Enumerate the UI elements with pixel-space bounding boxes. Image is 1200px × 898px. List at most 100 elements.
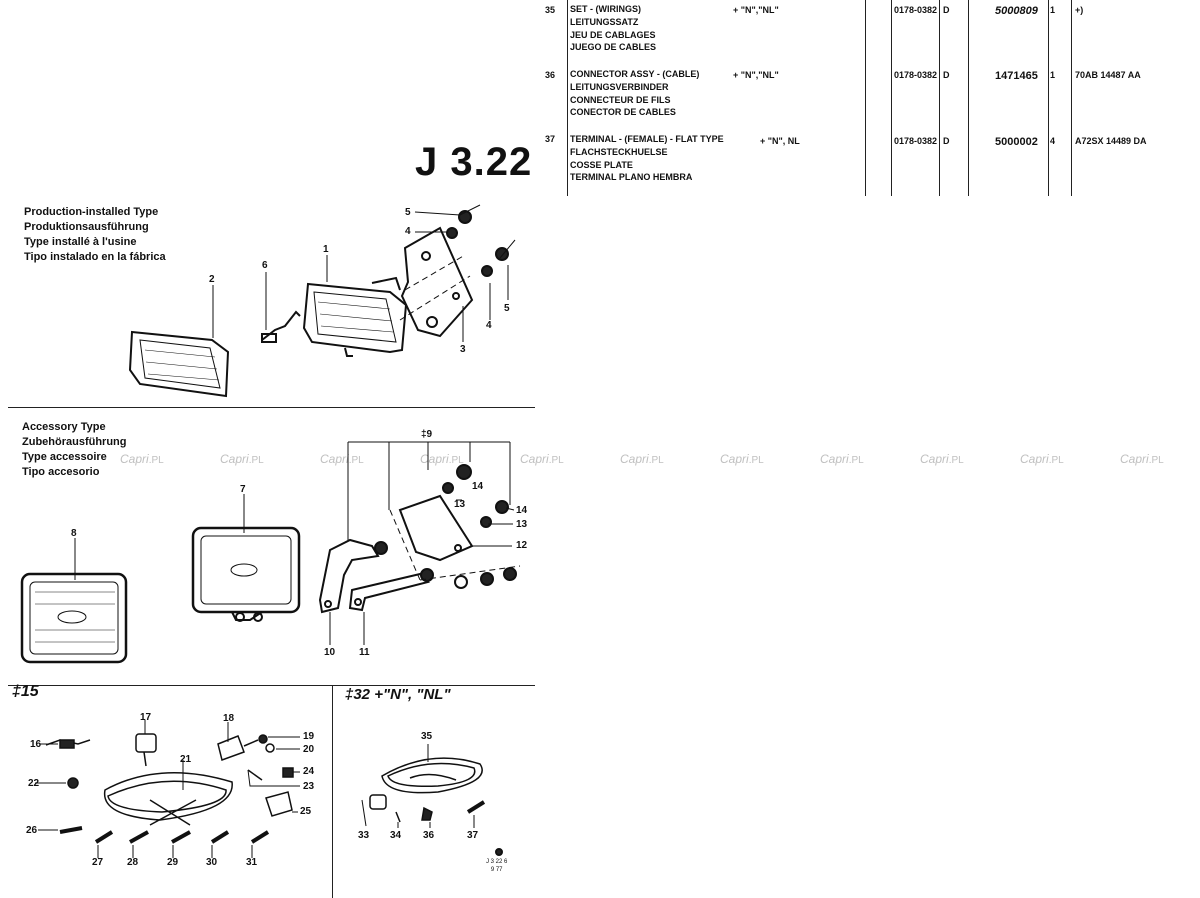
callout-label: 2 xyxy=(209,274,215,285)
table-row-ref: 36 xyxy=(545,70,556,80)
callout-label: 3 xyxy=(460,344,466,355)
callout-label: 11 xyxy=(359,647,370,658)
watermark: Capri.PL xyxy=(420,452,464,466)
table-row-range: 0178-0382 xyxy=(894,136,938,146)
wiring-parts-illustration xyxy=(45,733,294,844)
table-row-applic: + "N","NL" xyxy=(733,5,779,15)
callout-label: 29 xyxy=(167,857,179,868)
callout-label: 18 xyxy=(223,713,235,724)
heading-line: Tipo accesorio xyxy=(22,466,100,478)
callout-label: 13 xyxy=(454,499,466,510)
heading-line: Zubehörausführung xyxy=(22,436,127,448)
bulb-illustration xyxy=(261,310,301,343)
table-row-part: 5000002 xyxy=(995,136,1038,148)
callout-label: 13 xyxy=(516,519,528,530)
callout-label: 4 xyxy=(486,320,492,331)
desc-line: LEITUNGSVERBINDER xyxy=(570,81,669,92)
accessory-bracket-illustration xyxy=(318,494,474,614)
table-row-desc: CONNECTOR ASSY - (CABLE) LEITUNGSVERBIND… xyxy=(570,68,699,119)
callout-label: 17 xyxy=(140,712,152,723)
watermark: Capri.PL xyxy=(620,452,664,466)
table-row-code: D xyxy=(943,70,950,80)
desc-line: FLACHSTECKHUELSE xyxy=(570,146,668,157)
callout-label: 16 xyxy=(30,739,42,750)
table-row-qty: 1 xyxy=(1050,70,1056,80)
stamp-line: 9 77 xyxy=(490,867,503,873)
table-row-range: 0178-0382 xyxy=(894,5,938,15)
callout-label: 14 xyxy=(516,505,528,516)
callout-label: 37 xyxy=(467,830,479,841)
watermark: Capri.PL xyxy=(1020,452,1064,466)
panel-divider xyxy=(332,685,333,898)
heading-line: Type installé à l'usine xyxy=(24,236,137,248)
callout-label: 7 xyxy=(240,484,246,495)
watermark: Capri.PL xyxy=(820,452,864,466)
desc-line: COSSE PLATE xyxy=(570,159,633,170)
callout-label: 19 xyxy=(303,731,315,742)
callout-label: 12 xyxy=(516,540,528,551)
desc-line: TERMINAL - (FEMALE) - FLAT TYPE xyxy=(570,134,724,144)
table-row-remark: +) xyxy=(1075,5,1084,15)
table-row-applic: + "N", NL xyxy=(760,136,800,146)
mounting-bracket-illustration xyxy=(400,226,474,338)
section-divider xyxy=(8,407,535,408)
callout-label: 30 xyxy=(206,857,218,868)
desc-line: CONNECTEUR DE FILS xyxy=(570,94,671,105)
table-row-part: 5000809 xyxy=(995,5,1038,17)
callout-label: 27 xyxy=(92,857,104,868)
callout-label: 21 xyxy=(180,754,192,765)
table-row-desc: TERMINAL - (FEMALE) - FLAT TYPE FLACHSTE… xyxy=(570,133,724,184)
desc-line: JEU DE CABLAGES xyxy=(570,29,656,40)
panel-title-32: ‡32 +"N", "NL" xyxy=(345,686,451,703)
accessory-lamp-lens-illustration xyxy=(20,572,128,664)
table-row-code: D xyxy=(943,136,950,146)
table-row-remark: A72SX 14489 DA xyxy=(1075,136,1147,146)
callout-label: 6 xyxy=(262,260,268,271)
table-row-ref: 37 xyxy=(545,134,556,144)
callout-label: 33 xyxy=(358,830,370,841)
watermark: Capri.PL xyxy=(920,452,964,466)
table-row-desc: SET - (WIRINGS) LEITUNGSSATZ JEU DE CABL… xyxy=(570,3,656,54)
desc-line: JUEGO DE CABLES xyxy=(570,42,657,53)
watermark: Capri.PL xyxy=(120,452,164,466)
production-heading: Production-installed Type Produktionsaus… xyxy=(24,205,166,265)
callout-label: 35 xyxy=(421,731,433,742)
callout-label: 5 xyxy=(405,207,411,218)
callout-label: 36 xyxy=(423,830,435,841)
watermark: Capri.PL xyxy=(720,452,764,466)
callout-label: 22 xyxy=(28,778,40,789)
table-row-remark: 70AB 14487 AA xyxy=(1075,70,1141,80)
connector-parts-illustration xyxy=(369,757,486,823)
fog-lamp-assembly-illustration xyxy=(302,276,408,357)
callout-label: 5 xyxy=(504,303,510,314)
page-title: J 3.22 xyxy=(415,140,533,184)
callout-label: 20 xyxy=(303,744,315,755)
watermark: Capri.PL xyxy=(320,452,364,466)
table-row-range: 0178-0382 xyxy=(894,70,938,80)
desc-line: SET - (WIRINGS) xyxy=(570,4,641,14)
panel-title-15: ‡15 xyxy=(12,683,39,700)
callout-label: 28 xyxy=(127,857,139,868)
parts-table xyxy=(540,0,1200,200)
callout-label: 26 xyxy=(26,825,38,836)
watermark: Capri.PL xyxy=(1120,452,1164,466)
desc-line: LEITUNGSSATZ xyxy=(570,16,639,27)
table-row-code: D xyxy=(943,5,950,15)
table-row-qty: 4 xyxy=(1050,136,1056,146)
callout-label: 14 xyxy=(472,481,484,492)
desc-line: CONNECTOR ASSY - (CABLE) xyxy=(570,69,700,79)
callout-label: 34 xyxy=(390,830,402,841)
table-row-qty: 1 xyxy=(1050,5,1056,15)
heading-line: Type accessoire xyxy=(22,451,107,463)
table-row-part: 1471465 xyxy=(995,70,1038,82)
desc-line: TERMINAL PLANO HEMBRA xyxy=(570,172,693,183)
callout-label: 23 xyxy=(303,781,315,792)
stamp-line: J 3 22 6 xyxy=(486,859,508,865)
desc-line: CONECTOR DE CABLES xyxy=(570,107,676,118)
accessory-lamp-assembly-illustration xyxy=(191,526,301,622)
watermark: Capri.PL xyxy=(220,452,264,466)
drawing-stamp: J 3 22 6 9 77 xyxy=(486,858,507,874)
accessory-heading: Accessory Type Zubehörausführung Type ac… xyxy=(22,420,127,480)
callout-label: 24 xyxy=(303,766,315,777)
